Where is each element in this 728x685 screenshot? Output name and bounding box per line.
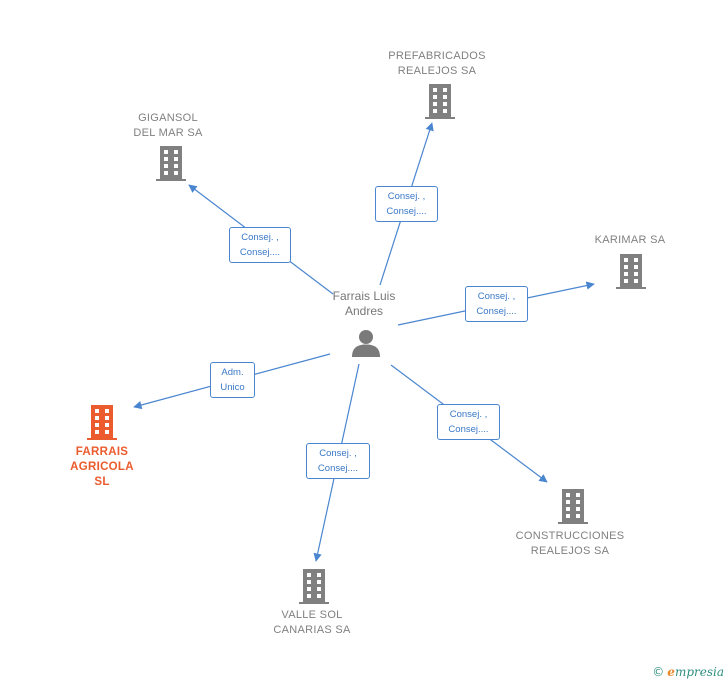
- company-label-gigansol[interactable]: GIGANSOL DEL MAR SA: [118, 111, 218, 141]
- person-name-line1: Farrais Luis: [332, 289, 396, 303]
- company-label-line: AGRICOLA: [70, 461, 134, 473]
- edge-label-line: Consej....: [386, 206, 427, 217]
- building-icon[interactable]: [557, 489, 589, 525]
- edge-label-line: Consej. ,: [477, 291, 516, 302]
- company-label-line: PREFABRICADOS: [388, 50, 486, 62]
- company-label-line: SL: [94, 476, 110, 488]
- building-icon[interactable]: [424, 84, 456, 120]
- edge-label-line: Consej. ,: [387, 191, 426, 202]
- company-label-line: REALEJOS SA: [397, 65, 477, 77]
- company-label-construcciones[interactable]: CONSTRUCCIONES REALEJOS SA: [500, 529, 640, 559]
- edge-label-line: Unico: [220, 382, 245, 393]
- edge-label-line: Consej. ,: [449, 409, 488, 420]
- copyright-symbol: ©: [652, 665, 665, 679]
- edge-label-line: Consej....: [476, 306, 517, 317]
- edge-label-line: Consej. ,: [241, 232, 279, 243]
- edge-label-line: Consej....: [317, 463, 359, 474]
- company-label-line: CONSTRUCCIONES: [515, 530, 625, 542]
- edge-label-line: Consej. ,: [319, 448, 357, 459]
- edge-label-farrais[interactable]: Adm. Unico: [210, 362, 255, 398]
- company-label-line: REALEJOS SA: [530, 545, 610, 557]
- edge-label-gigansol[interactable]: Consej. , Consej....: [229, 227, 291, 263]
- building-icon[interactable]: [615, 254, 647, 290]
- brand-name: mpresia: [674, 665, 724, 679]
- empresia-logo: ©empresia: [652, 665, 724, 679]
- edge-label-prefabricados[interactable]: Consej. , Consej....: [375, 186, 438, 222]
- brand-initial: e: [667, 665, 675, 679]
- person-name-label[interactable]: Farrais Luis Andres: [318, 289, 410, 319]
- building-icon[interactable]: [86, 405, 118, 441]
- edge-label-line: Consej....: [448, 424, 489, 435]
- company-label-line: FARRAIS: [75, 446, 129, 458]
- edge-label-construcciones[interactable]: Consej. , Consej....: [437, 404, 500, 440]
- building-icon[interactable]: [155, 146, 187, 182]
- company-label-line: GIGANSOL: [138, 112, 198, 124]
- company-label-line: CANARIAS SA: [273, 624, 351, 636]
- company-label-line: VALLE SOL: [281, 609, 343, 621]
- company-label-vallesol[interactable]: VALLE SOL CANARIAS SA: [257, 608, 367, 638]
- company-label-line: DEL MAR SA: [133, 127, 203, 139]
- company-label-farrais[interactable]: FARRAIS AGRICOLA SL: [52, 445, 152, 490]
- person-icon[interactable]: [351, 328, 381, 358]
- edge-label-vallesol[interactable]: Consej. , Consej....: [306, 443, 370, 479]
- company-label-prefabricados[interactable]: PREFABRICADOS REALEJOS SA: [372, 49, 502, 79]
- company-label-karimar[interactable]: KARIMAR SA: [580, 233, 680, 248]
- edge-label-line: Adm.: [221, 367, 244, 378]
- person-name-line2: Andres: [344, 304, 384, 318]
- company-label-line: KARIMAR SA: [594, 234, 666, 246]
- edge-label-line: Consej....: [239, 247, 281, 258]
- building-icon[interactable]: [298, 569, 330, 605]
- edge-label-karimar[interactable]: Consej. , Consej....: [465, 286, 528, 322]
